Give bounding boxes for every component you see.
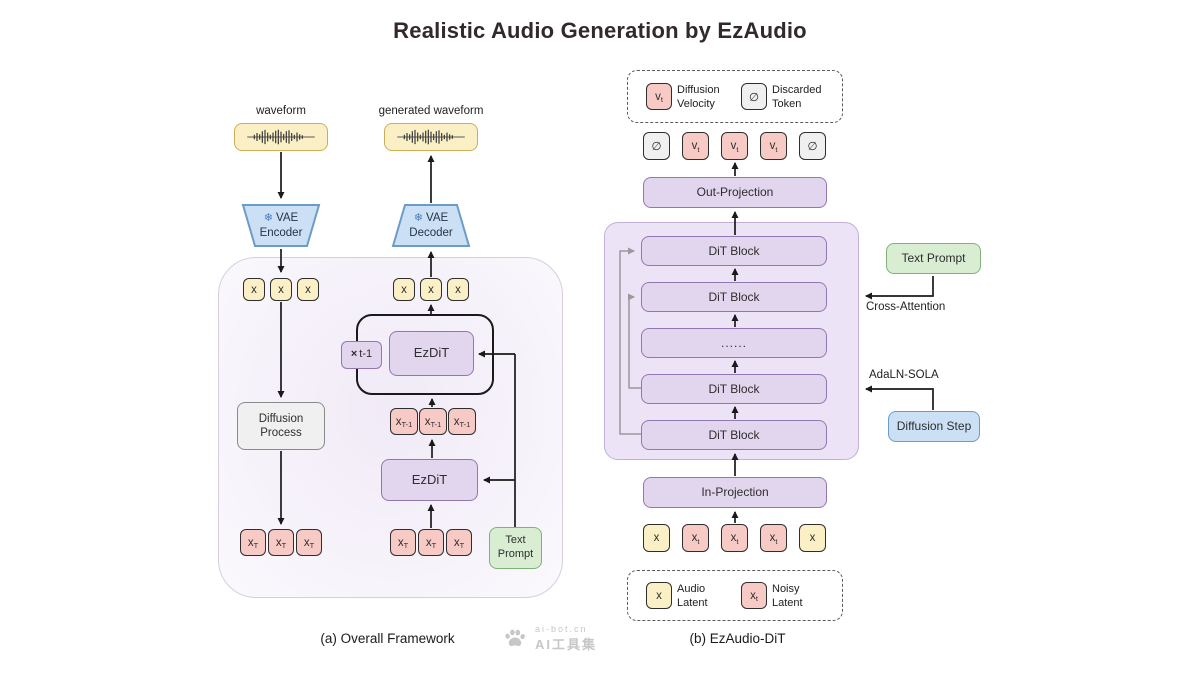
audio-latent-token: x: [393, 278, 415, 301]
discarded-token: ∅: [741, 83, 767, 110]
diffusion-step-box: Diffusion Step: [888, 411, 980, 442]
vae-encoder-label: VAE: [276, 211, 299, 224]
output-token: ∅: [799, 132, 826, 160]
paw-icon: [505, 629, 525, 646]
audio-latent-token: x: [270, 278, 292, 301]
discarded-legend-label: Discarded Token: [772, 84, 822, 110]
panel-b-caption: (b) EzAudio-DiT: [689, 631, 786, 646]
in-projection-box: In-Projection: [643, 477, 827, 508]
waveform-icon: [247, 129, 315, 145]
dit-block: DiT Block: [641, 420, 827, 450]
audio-latent-token: x: [297, 278, 319, 301]
waveform-label: waveform: [256, 105, 306, 117]
vae-encoder: ❄VAE Encoder: [241, 203, 321, 248]
cross-attention-label: Cross-Attention: [866, 301, 946, 313]
ezdit-main-box: EzDiT: [381, 459, 478, 501]
output-token: ∅: [643, 132, 670, 160]
text-prompt-box: Text Prompt: [489, 527, 542, 569]
vae-encoder-label-2: Encoder: [259, 226, 303, 239]
generated-waveform-box: [384, 123, 478, 151]
audio-latent-token: x: [243, 278, 265, 301]
audio-latent-legend-token: x: [646, 582, 672, 609]
diffusion-process-box: Diffusion Process: [237, 402, 325, 450]
watermark-name: AI工具集: [535, 637, 598, 652]
loop-repeat-chip: × t-1: [341, 341, 382, 369]
text-prompt-box: Text Prompt: [886, 243, 981, 274]
input-token: x: [799, 524, 826, 552]
noisy-latent-label: Noisy Latent: [772, 583, 803, 609]
vae-decoder-label-2: Decoder: [409, 226, 453, 239]
snowflake-icon: ❄: [413, 211, 424, 224]
decoder-trapezoid-shape: [391, 204, 471, 247]
encoder-trapezoid-shape: [241, 204, 321, 247]
page-title: Realistic Audio Generation by EzAudio: [393, 18, 807, 43]
out-projection-box: Out-Projection: [643, 177, 827, 208]
generated-waveform-label: generated waveform: [378, 105, 484, 117]
times-icon: ×: [350, 348, 358, 361]
audio-latent-token: x: [447, 278, 469, 301]
watermark: ai-bot.cn AI工具集: [502, 624, 597, 653]
watermark-site: ai-bot.cn: [535, 624, 588, 634]
dit-block: DiT Block: [641, 374, 827, 404]
panel-a-caption: (a) Overall Framework: [320, 631, 455, 646]
dit-block: DiT Block: [641, 282, 827, 312]
adaln-sola-label: AdaLN-SOLA: [869, 369, 939, 381]
dit-block-ellipsis: ......: [641, 328, 827, 358]
vae-decoder-label: VAE: [426, 211, 449, 224]
dit-block: DiT Block: [641, 236, 827, 266]
latent-legend: [627, 570, 843, 621]
audio-latent-token: x: [420, 278, 442, 301]
velocity-legend: [627, 70, 843, 123]
audio-latent-label: Audio Latent: [677, 583, 708, 609]
waveform-box: [234, 123, 328, 151]
snowflake-icon: ❄: [263, 211, 274, 224]
input-token: x: [643, 524, 670, 552]
generated-waveform-icon: [397, 129, 465, 145]
ezdit-loop-box: EzDiT: [389, 331, 474, 376]
velocity-legend-label: Diffusion Velocity: [677, 84, 720, 110]
vae-decoder: ❄VAE Decoder: [391, 203, 471, 248]
